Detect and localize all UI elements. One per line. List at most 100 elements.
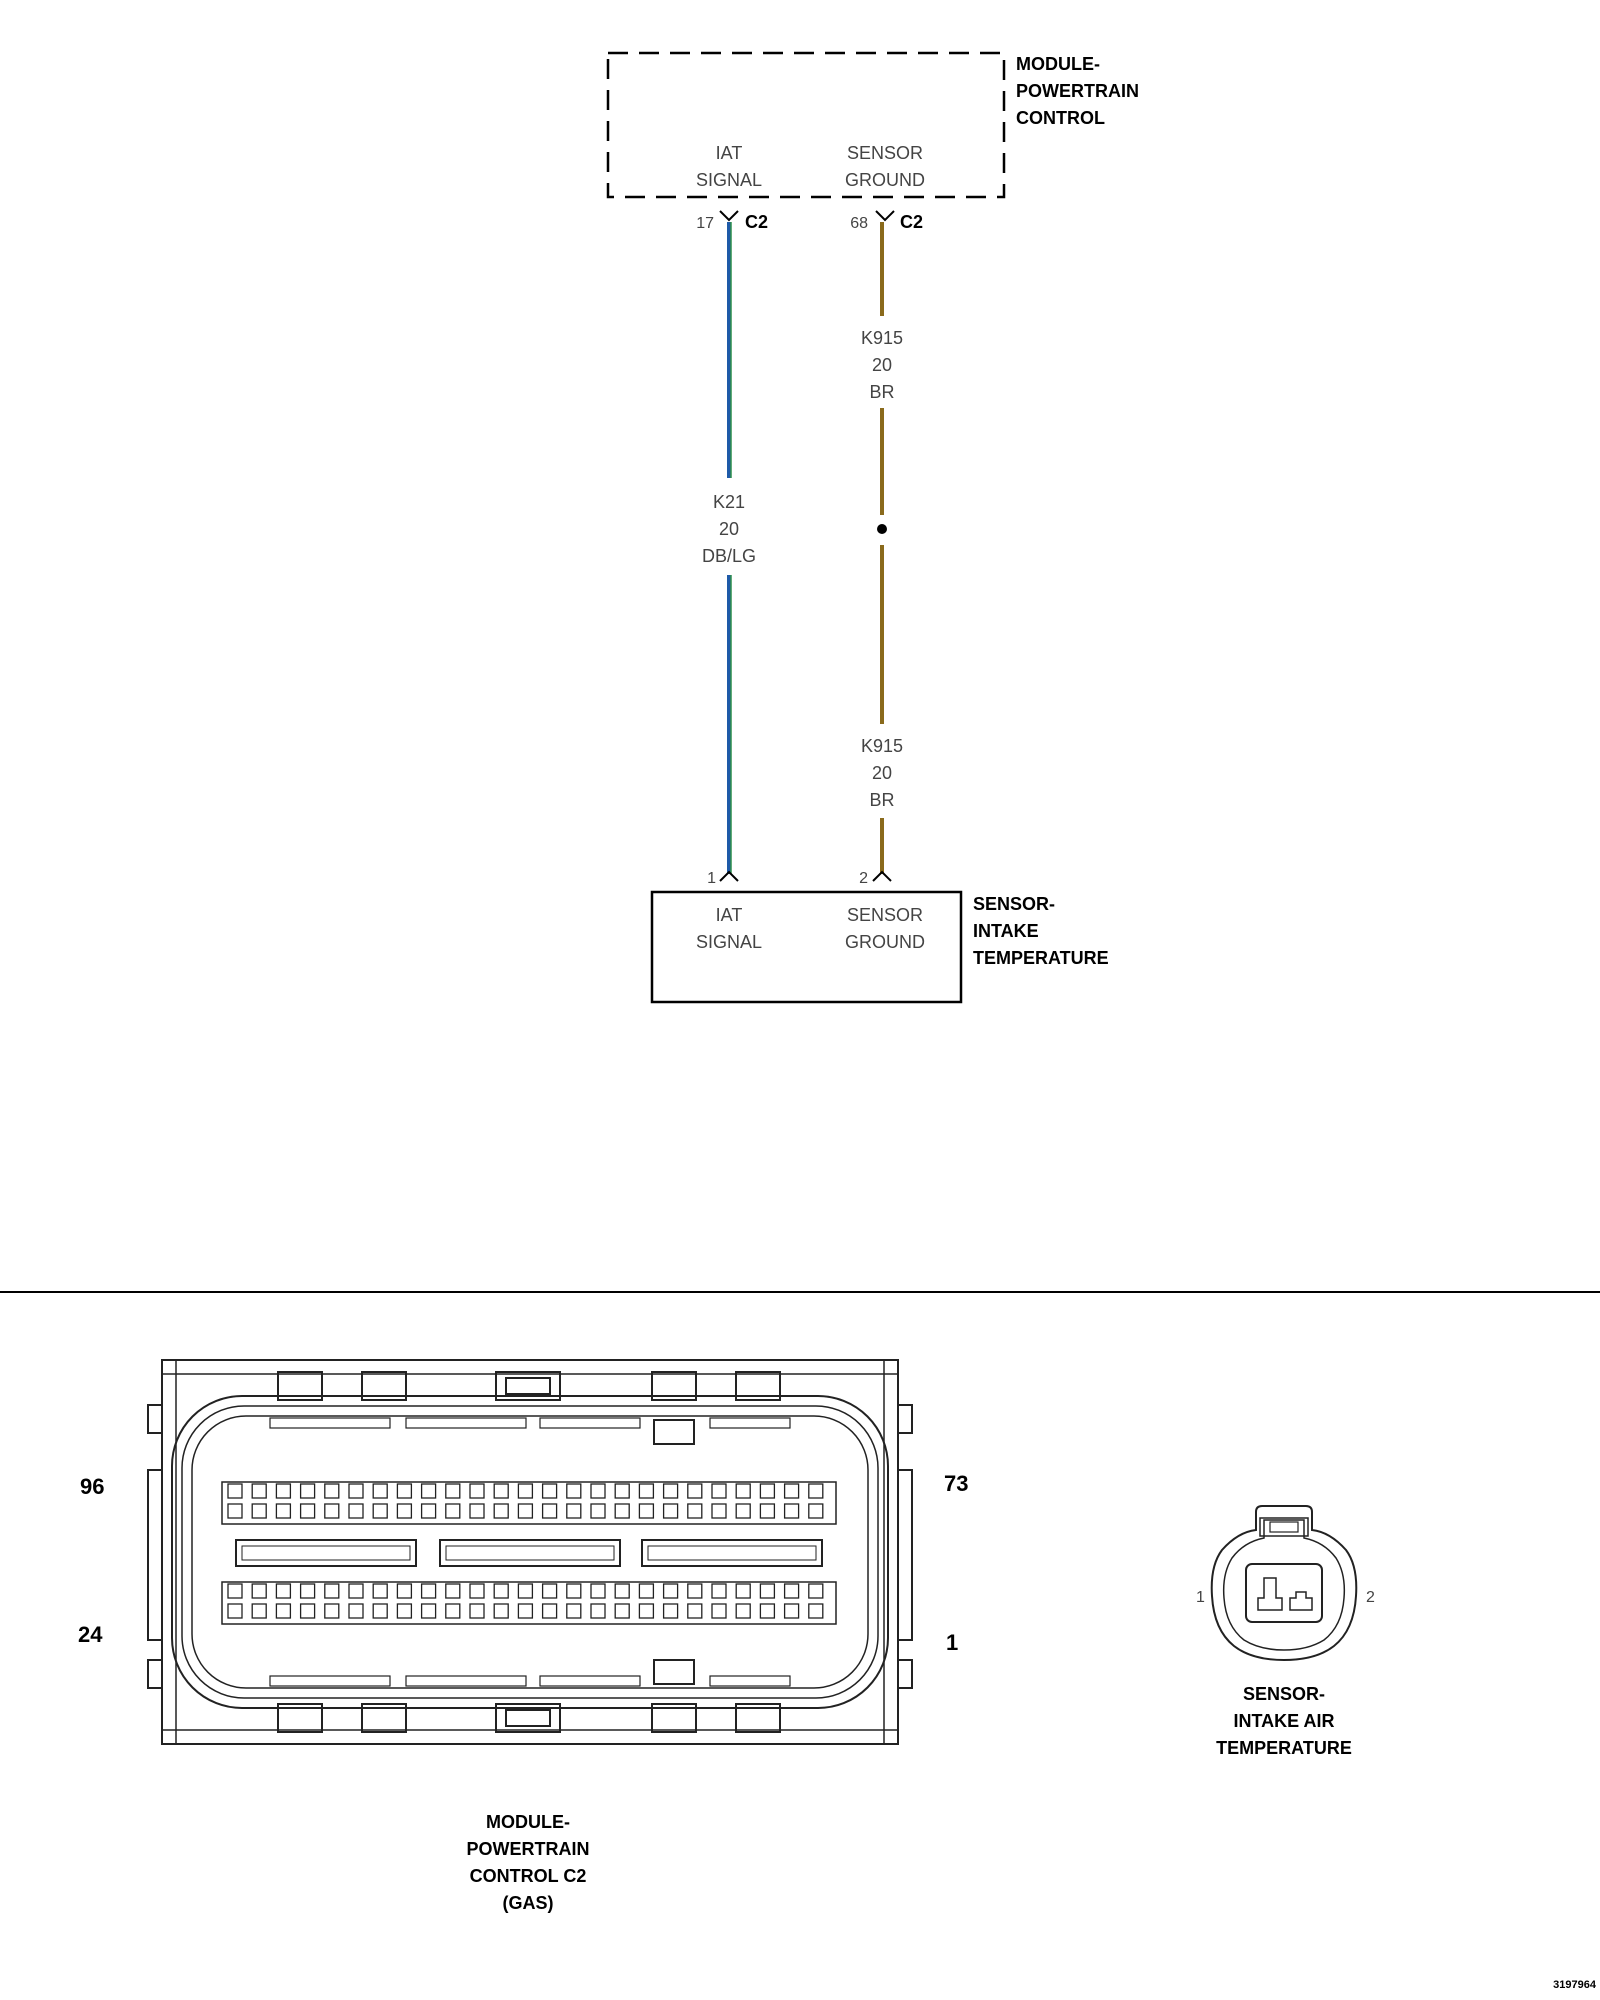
pin-cavity — [687, 1603, 703, 1619]
pin-cavity — [372, 1583, 388, 1599]
pin-cavity — [251, 1483, 267, 1499]
pin-cavity — [662, 1483, 679, 1499]
wire-signal-color-code: DB/LG — [702, 546, 756, 566]
pin-cavity — [590, 1503, 606, 1519]
pcm-connector-label-24: 24 — [78, 1622, 103, 1647]
pin-cavity — [808, 1483, 824, 1499]
pcm-pin-a-label-1: IAT — [716, 143, 743, 163]
pin-cavity — [662, 1603, 679, 1619]
pin-cavity — [227, 1503, 243, 1519]
pin-cavity — [251, 1583, 267, 1599]
pin-cavity — [348, 1603, 364, 1619]
pin-cavity — [251, 1503, 267, 1519]
sensor-outline — [650, 890, 963, 1004]
pin-cavity — [566, 1583, 582, 1599]
pin-cavity — [759, 1583, 776, 1599]
wire-ground-upper-circuit: K915 — [861, 328, 903, 348]
pin-cavity — [517, 1603, 534, 1619]
pin-cavity — [275, 1583, 292, 1599]
pin-cavity — [759, 1503, 776, 1519]
pin-cavity — [324, 1503, 340, 1519]
pcm-module-outline — [606, 51, 1006, 199]
pin-cavity — [517, 1583, 534, 1599]
pin-cavity — [808, 1503, 824, 1519]
pin-cavity — [493, 1483, 509, 1499]
pin-cavity — [759, 1603, 776, 1619]
pin-cavity — [445, 1503, 461, 1519]
pcm-name-line-3: CONTROL — [1016, 108, 1105, 128]
sensor-name-line-1: SENSOR- — [973, 894, 1055, 914]
pin-cavity — [541, 1483, 558, 1499]
pcm-connector-caption-4: (GAS) — [503, 1893, 554, 1913]
sensor-connector-view — [1210, 1505, 1358, 1662]
pin-cavity — [638, 1483, 655, 1499]
sensor-pin-b-terminal — [872, 870, 892, 882]
sensor-name-line-2: INTAKE — [973, 921, 1039, 941]
pin-cavity — [275, 1603, 292, 1619]
pin-cavity — [735, 1603, 751, 1619]
pin-cavity — [396, 1483, 413, 1499]
wire-ground-splice-dot — [877, 524, 887, 534]
pin-cavity — [372, 1603, 388, 1619]
pin-cavity — [735, 1483, 751, 1499]
wire-signal: K21 20 DB/LG — [702, 222, 756, 874]
pin-cavity — [541, 1503, 558, 1519]
iat-sensor: 1 2 IAT SIGNAL SENSOR GROUND SENSOR- INT… — [650, 870, 1109, 1004]
pin-cavity — [517, 1483, 534, 1499]
pin-cavity — [783, 1483, 800, 1499]
pin-cavity — [469, 1583, 485, 1599]
sensor-pin-a-terminal — [719, 870, 739, 882]
pcm-pin-b-label-1: SENSOR — [847, 143, 923, 163]
pin-cavity — [662, 1503, 679, 1519]
pin-cavity — [638, 1503, 655, 1519]
pin-cavity — [372, 1483, 388, 1499]
pcm-connector-view — [147, 1359, 913, 1745]
pcm-name-line-1: MODULE- — [1016, 54, 1100, 74]
pin-cavity — [614, 1503, 630, 1519]
wire-signal-gauge: 20 — [719, 519, 739, 539]
pcm-pin-b-number: 68 — [850, 215, 868, 232]
pin-cavity — [541, 1603, 558, 1619]
sensor-connector-pin-1: 1 — [1196, 1589, 1205, 1606]
pcm-module: MODULE- POWERTRAIN CONTROL IAT SIGNAL SE… — [606, 51, 1139, 232]
sensor-pin-a-label-2: SIGNAL — [696, 932, 762, 952]
pcm-pin-a-terminal — [719, 210, 739, 222]
sensor-connector-caption-1: SENSOR- — [1243, 1684, 1325, 1704]
pin-cavity — [590, 1483, 606, 1499]
pin-cavity — [759, 1483, 776, 1499]
pin-cavity — [493, 1503, 509, 1519]
pin-cavity — [469, 1603, 485, 1619]
wire-ground: K915 20 BR K915 20 BR — [861, 222, 903, 874]
pin-cavity — [808, 1583, 824, 1599]
pin-cavity — [614, 1483, 630, 1499]
pin-cavity — [469, 1503, 485, 1519]
pin-cavity — [420, 1583, 437, 1599]
pin-cavity — [493, 1583, 509, 1599]
pcm-connector-label-96: 96 — [80, 1474, 104, 1499]
wire-ground-lower-circuit: K915 — [861, 736, 903, 756]
wire-ground-upper-color-code: BR — [869, 382, 894, 402]
sensor-pin-b-label-1: SENSOR — [847, 905, 923, 925]
pin-cavity — [348, 1503, 364, 1519]
pcm-connector-pin-cavities — [227, 1483, 824, 1619]
pin-cavity — [493, 1603, 509, 1619]
pin-cavity — [299, 1483, 316, 1499]
sensor-pin-a-label-1: IAT — [716, 905, 743, 925]
pin-cavity — [348, 1583, 364, 1599]
pin-cavity — [783, 1503, 800, 1519]
pin-cavity — [445, 1483, 461, 1499]
pin-cavity — [687, 1503, 703, 1519]
pin-cavity — [299, 1603, 316, 1619]
pcm-connector-caption-1: MODULE- — [486, 1812, 570, 1832]
sensor-connector-caption-2: INTAKE AIR — [1234, 1711, 1335, 1731]
pin-cavity — [420, 1603, 437, 1619]
pin-cavity — [638, 1583, 655, 1599]
pin-cavity — [711, 1583, 727, 1599]
pin-cavity — [348, 1483, 364, 1499]
pin-cavity — [396, 1583, 413, 1599]
pin-cavity — [275, 1503, 292, 1519]
pin-cavity — [324, 1583, 340, 1599]
pcm-name-line-2: POWERTRAIN — [1016, 81, 1139, 101]
pin-cavity — [687, 1583, 703, 1599]
